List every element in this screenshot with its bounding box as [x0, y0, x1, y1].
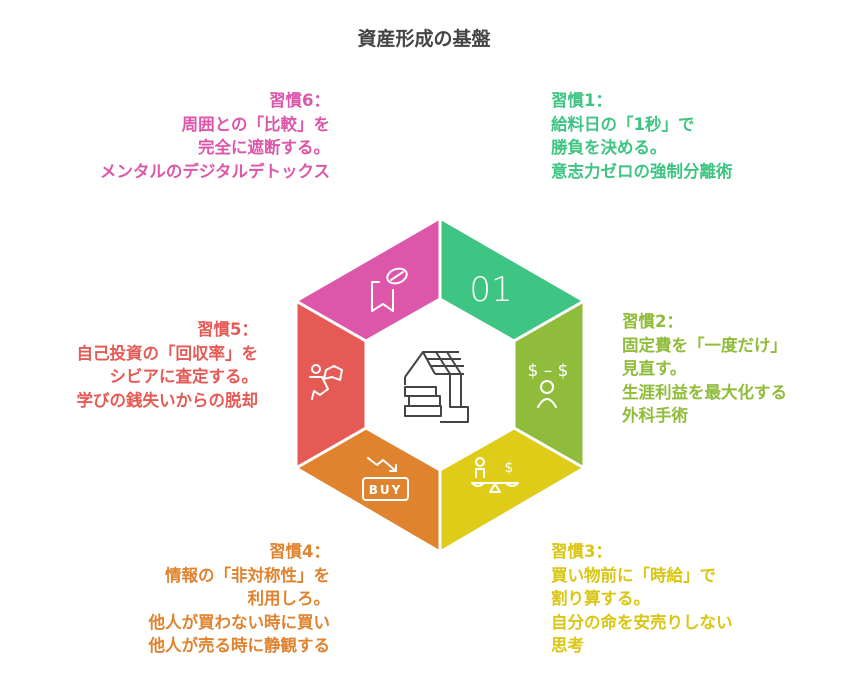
habit-line: シビアに査定する。: [109, 367, 259, 386]
habit-label: 習慣6：: [269, 91, 330, 110]
habit-4-text: 習慣4： 情報の「非対称性」を 利用しろ。 他人が買わない時に買い 他人が売る時…: [149, 540, 331, 658]
habit-3-text: 習慣3： 買い物前に「時給」で 割り算する。 自分の命を安売りしない 思考: [551, 540, 733, 658]
habit-line: 自分の命を安売りしない: [551, 612, 733, 632]
habit-label: 習慣2：: [622, 312, 683, 331]
habit-line: 情報の「非対称性」を: [165, 565, 330, 585]
habit-line: 給料日の「1秒」で: [551, 114, 695, 134]
habit-line: 自己投資の「回収率」を: [76, 343, 259, 363]
person-reading-book-icon: [309, 364, 343, 400]
habit-5-text: 習慣5： 自己投資の「回収率」を シビアに査定する。 学びの銭失いからの脱却: [77, 318, 259, 412]
habit-line: 見直す。: [622, 359, 687, 378]
habit-label: 習慣5：: [197, 320, 258, 339]
habit-line: メンタルのデジタルデトックス: [99, 161, 330, 181]
habit-line: 勝負を決める。: [551, 138, 667, 157]
habit-line: 生涯利益を最大化する: [622, 382, 787, 402]
habit-line: 利用しろ。: [247, 589, 331, 608]
svg-text:$: $: [505, 460, 514, 476]
house-with-bricks-icon: [404, 351, 469, 423]
buy-down-arrow-icon: BUY: [362, 457, 409, 501]
habit-1-text: 習慣1： 給料日の「1秒」で 勝負を決める。 意志力ゼロの強制分離術: [551, 89, 733, 183]
number-01-icon: 01: [469, 270, 512, 310]
habit-2-text: 習慣2： 固定費を「一度だけ」 見直す。 生涯利益を最大化する 外科手術: [622, 310, 787, 428]
money-person-icon: $ – $: [528, 361, 569, 408]
bookmark-pill-icon: [371, 267, 408, 312]
habit-line: 周囲との「比較」を: [181, 114, 330, 134]
diagram-title: 資産形成の基盤: [357, 28, 491, 50]
habit-line: 他人が買わない時に買い: [148, 612, 331, 632]
habit-label: 習慣3：: [551, 542, 612, 561]
habit-label: 習慣4：: [269, 542, 330, 561]
habit-line: 完全に遮断する。: [198, 138, 330, 157]
habit-line: 固定費を「一度だけ」: [622, 335, 787, 355]
svg-text:$ – $: $ – $: [528, 361, 569, 381]
habit-6-text: 習慣6： 周囲との「比較」を 完全に遮断する。 メンタルのデジタルデトックス: [100, 89, 330, 183]
habit-line: 買い物前に「時給」で: [551, 565, 716, 585]
segment-habit-6: [294, 216, 442, 343]
habit-line: 学びの銭失いからの脱却: [76, 390, 259, 410]
scale-person-dollar-icon: $: [471, 457, 519, 493]
habit-line: 割り算する。: [551, 589, 650, 608]
habit-line: 外科手術: [622, 406, 688, 425]
svg-text:BUY: BUY: [369, 483, 403, 497]
habit-line: 他人が売る時に静観する: [148, 636, 331, 655]
habit-line: 意志力ゼロの強制分離術: [551, 161, 733, 181]
habit-line: 思考: [551, 636, 584, 655]
habit-label: 習慣1：: [551, 91, 612, 110]
